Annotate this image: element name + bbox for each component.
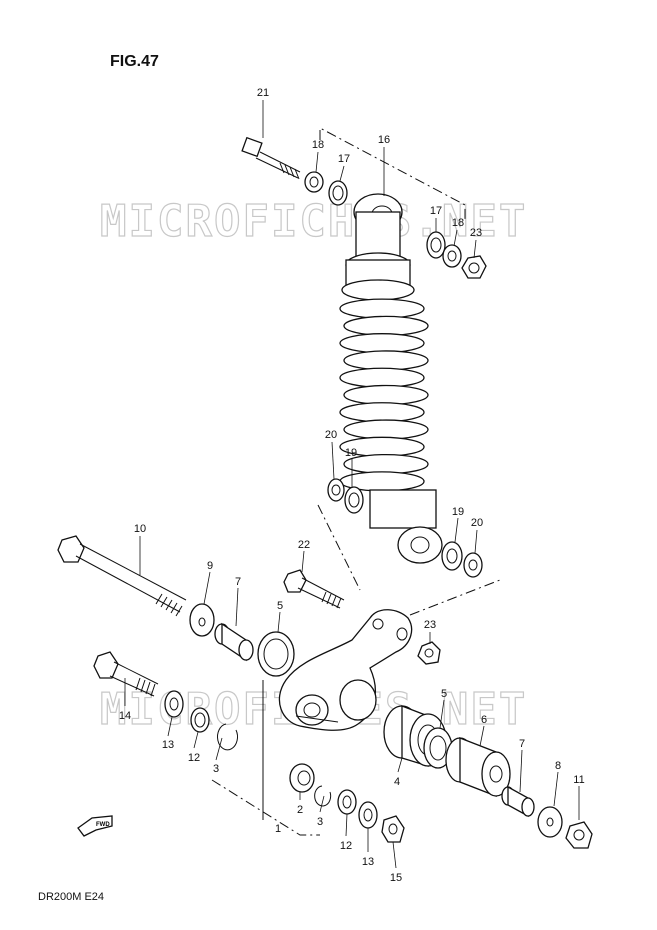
circlip-3-bottom bbox=[314, 785, 332, 807]
washer-9 bbox=[189, 603, 215, 637]
figure-title: FIG.47 bbox=[110, 53, 159, 70]
callout-18: 18 bbox=[312, 139, 324, 151]
callout-4: 4 bbox=[394, 776, 400, 788]
seal-19-left bbox=[344, 486, 364, 514]
washer-13-bottom bbox=[358, 801, 378, 829]
washer-13-left bbox=[164, 690, 184, 718]
callout-9: 9 bbox=[207, 560, 213, 572]
callout-12: 12 bbox=[340, 840, 352, 852]
callout-20: 20 bbox=[325, 429, 337, 441]
collar-18-top bbox=[304, 171, 324, 193]
callout-13: 13 bbox=[362, 856, 374, 868]
callout-1: 1 bbox=[275, 823, 281, 835]
callout-6: 6 bbox=[481, 714, 487, 726]
callout-19: 19 bbox=[345, 447, 357, 459]
callout-13: 13 bbox=[162, 739, 174, 751]
dash-line-link-washer bbox=[409, 579, 501, 616]
model-code: DR200M E24 bbox=[38, 891, 104, 903]
callout-23: 23 bbox=[470, 227, 482, 239]
callout-7: 7 bbox=[235, 576, 241, 588]
svg-text:FWD: FWD bbox=[96, 822, 110, 828]
callout-18: 18 bbox=[452, 217, 464, 229]
nut-23-middle bbox=[417, 641, 441, 665]
callout-labels: 21 18 17 16 17 18 23 20 19 19 20 10 9 7 … bbox=[119, 87, 585, 884]
spring-coil bbox=[343, 384, 429, 406]
callout-16: 16 bbox=[378, 134, 390, 146]
bracket-top bbox=[319, 127, 466, 220]
washer-17-right bbox=[426, 231, 446, 259]
bushing-6 bbox=[445, 737, 511, 797]
shock-absorber-16 bbox=[339, 193, 443, 564]
callout-20: 20 bbox=[471, 517, 483, 529]
dash-line-shock-link bbox=[317, 504, 361, 591]
callout-5: 5 bbox=[277, 600, 283, 612]
callout-21: 21 bbox=[257, 87, 269, 99]
callout-14: 14 bbox=[119, 710, 131, 722]
bolt-14 bbox=[93, 651, 159, 697]
callout-17: 17 bbox=[338, 153, 350, 165]
spring-coil bbox=[343, 419, 429, 440]
nut-11 bbox=[565, 821, 593, 849]
coil-spring bbox=[339, 298, 429, 492]
callout-7: 7 bbox=[519, 738, 525, 750]
washer-17-top bbox=[328, 180, 348, 206]
callout-3: 3 bbox=[213, 763, 219, 775]
callout-8: 8 bbox=[555, 760, 561, 772]
callout-5: 5 bbox=[441, 688, 447, 700]
callout-19: 19 bbox=[452, 506, 464, 518]
circlip-3-left bbox=[217, 723, 238, 751]
fwd-arrow-icon: FWD bbox=[77, 815, 113, 837]
seal-12-bottom bbox=[337, 789, 357, 815]
spring-coil bbox=[339, 298, 425, 319]
spring-coil bbox=[339, 333, 425, 354]
spring-coil bbox=[339, 402, 425, 423]
seal-19-right bbox=[441, 541, 463, 571]
spring-coil bbox=[343, 315, 429, 337]
callout-12: 12 bbox=[188, 752, 200, 764]
callout-22: 22 bbox=[298, 539, 310, 551]
nut-15 bbox=[381, 815, 405, 843]
callout-11: 11 bbox=[573, 774, 584, 786]
leader-lines bbox=[124, 100, 580, 869]
callout-10: 10 bbox=[134, 523, 146, 535]
bolt-22 bbox=[283, 569, 345, 609]
bracket-bottom bbox=[211, 779, 320, 836]
callout-15: 15 bbox=[390, 872, 402, 884]
spacer-7-right bbox=[501, 785, 535, 818]
cushion-lever-1 bbox=[278, 609, 413, 731]
nut-23-top bbox=[461, 255, 487, 279]
washer-20-left bbox=[327, 478, 345, 502]
spring-coil bbox=[339, 367, 425, 388]
washer-8 bbox=[537, 806, 563, 838]
spacer-7-left bbox=[214, 622, 254, 662]
callout-23: 23 bbox=[424, 619, 436, 631]
spring-coil bbox=[343, 350, 429, 371]
callout-17: 17 bbox=[430, 205, 442, 217]
collar-18-right bbox=[442, 244, 462, 268]
oil-seal-5-left bbox=[257, 631, 295, 677]
callout-3: 3 bbox=[317, 816, 323, 828]
bolt-21 bbox=[241, 136, 301, 180]
callout-2: 2 bbox=[297, 804, 303, 816]
washer-20-right bbox=[463, 552, 483, 578]
spacer-2 bbox=[289, 763, 315, 793]
bolt-10 bbox=[57, 535, 187, 617]
seal-12-left bbox=[190, 707, 210, 733]
watermark-top: MICROFICHES.NET bbox=[100, 196, 527, 247]
